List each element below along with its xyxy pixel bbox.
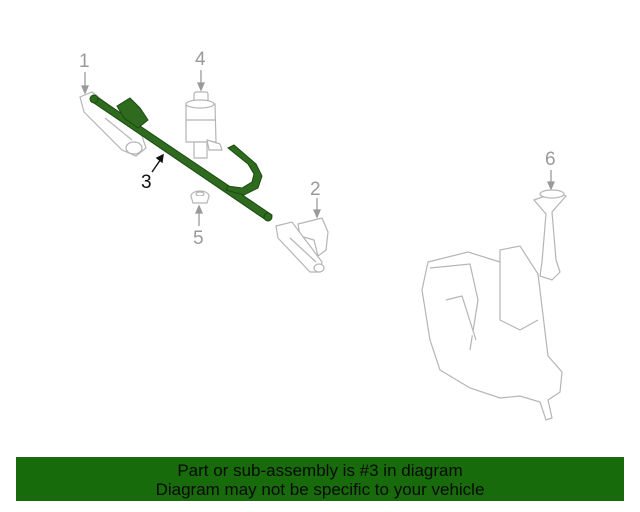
- banner-line-2: Diagram may not be specific to your vehi…: [155, 480, 485, 499]
- part-2-nozzle-bracket[interactable]: [275, 217, 329, 273]
- callout-4[interactable]: 4: [195, 49, 206, 70]
- callout-2[interactable]: 2: [310, 179, 321, 200]
- part-6-reservoir[interactable]: [421, 189, 568, 421]
- callout-1[interactable]: 1: [79, 51, 90, 72]
- callout-3-arrow: [151, 153, 164, 173]
- callout-5[interactable]: 5: [193, 228, 204, 249]
- callout-arrows: [81, 70, 555, 226]
- callout-6[interactable]: 6: [545, 149, 556, 170]
- part-5-grommet[interactable]: [190, 190, 210, 204]
- part-3-hose[interactable]: [89, 94, 273, 222]
- part-info-banner: Part or sub-assembly is #3 in diagram Di…: [16, 457, 624, 501]
- banner-line-1: Part or sub-assembly is #3 in diagram: [177, 461, 463, 480]
- part-1-nozzle[interactable]: [79, 91, 147, 157]
- part-4-pump[interactable]: [185, 91, 223, 159]
- callout-3[interactable]: 3: [141, 172, 152, 193]
